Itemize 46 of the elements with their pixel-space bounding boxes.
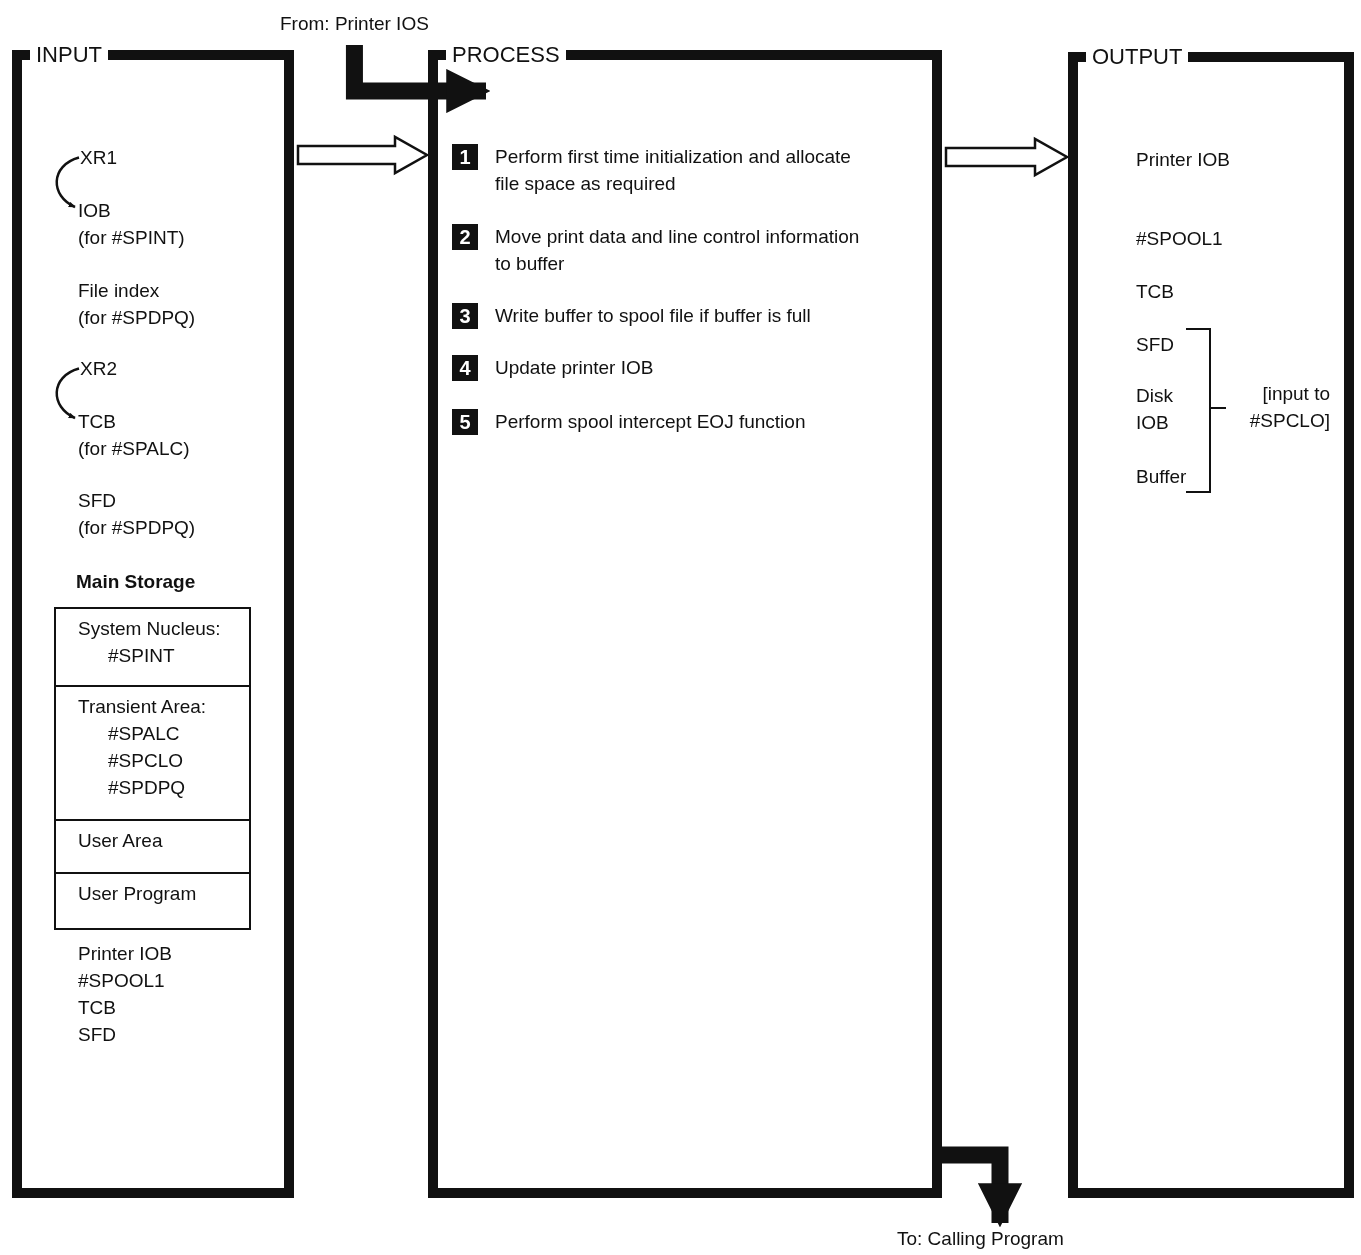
step-text: Move print data and line control information to buffer — [495, 225, 861, 276]
hollow-arrow — [296, 134, 430, 176]
data-item: SFD — [1136, 333, 1174, 357]
data-item-text: (for #SPINT) — [78, 226, 185, 250]
data-item-text: TCB — [78, 410, 117, 434]
data-item: #SPOOL1 — [78, 969, 165, 993]
data-item: Printer IOB — [1136, 148, 1230, 172]
storage-heading: Main Storage — [75, 570, 197, 594]
area-name: Transient Area: — [78, 695, 208, 719]
data-item: File index — [78, 279, 160, 303]
flow-label: To: Calling Program — [897, 1225, 1064, 1252]
data-item: SFD — [78, 1023, 116, 1047]
data-item: (for #SPDPQ) — [78, 306, 196, 330]
data-item-text: (for #SPALC) — [78, 437, 190, 461]
hollow-arrow — [944, 136, 1070, 178]
module-name: #SPDPQ — [107, 776, 187, 800]
step-text: Write buffer to spool file if buffer is full — [495, 304, 812, 328]
step-number: 1 — [452, 144, 478, 170]
data-item: #SPOOL1 — [1136, 227, 1223, 251]
area-name: User Area — [78, 829, 164, 853]
data-item: TCB — [1136, 280, 1174, 304]
step-number: 5 — [452, 409, 478, 435]
data-item: Buffer — [1136, 465, 1187, 489]
step-text: Update printer IOB — [495, 356, 655, 380]
flow-label: From: Printer IOS — [280, 10, 429, 37]
step-text: Perform first time initialization and allocate file space as required — [495, 145, 852, 196]
data-item: Printer IOB — [78, 942, 172, 966]
step-number: 4 — [452, 355, 478, 381]
module-name: #SPCLO — [107, 749, 184, 773]
area-name: System Nucleus: — [78, 617, 222, 641]
data-item-text: IOB — [78, 199, 112, 223]
step-text: Perform spool intercept EOJ function — [495, 410, 807, 434]
area-name: User Program — [78, 882, 198, 906]
data-item: [input to #SPCLO] — [1248, 382, 1330, 433]
data-item: XR2 — [80, 355, 117, 382]
pointer-arrow — [55, 156, 80, 209]
module-name: #SPINT — [107, 644, 176, 668]
data-item: SFD — [78, 489, 116, 513]
data-item: Disk IOB — [1136, 384, 1174, 435]
data-item: (for #SPDPQ) — [78, 516, 196, 540]
data-item: TCB — [78, 996, 116, 1020]
module-name: #SPALC — [107, 722, 181, 746]
pointer-arrow — [55, 367, 80, 420]
step-number: 3 — [452, 303, 478, 329]
data-item: XR1 — [80, 144, 117, 171]
step-number: 2 — [452, 224, 478, 250]
